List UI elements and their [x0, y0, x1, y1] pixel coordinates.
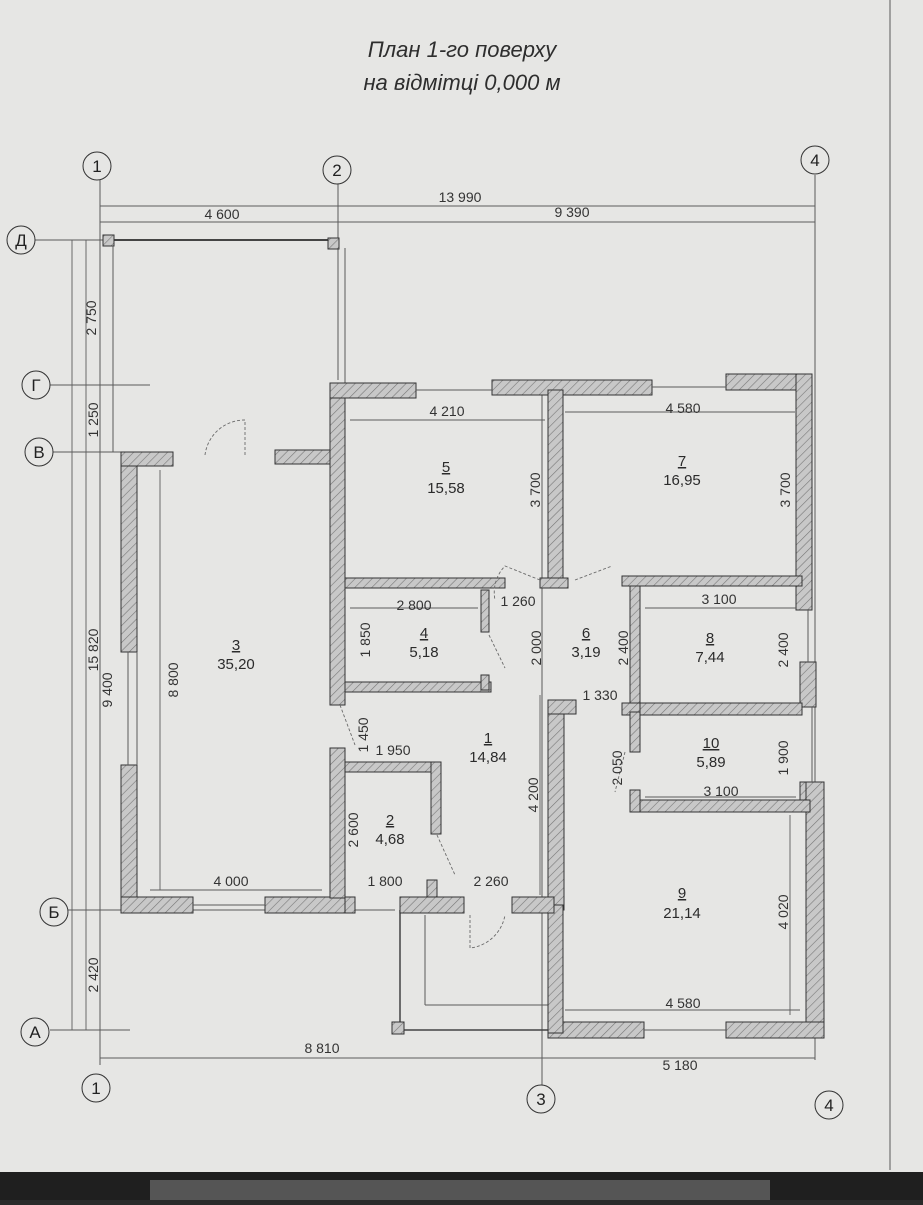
room-7-number: 7	[678, 453, 686, 470]
axis-2-top: 2	[332, 161, 341, 180]
dim-left-2750: 2 750	[83, 300, 99, 335]
dim-room7-width: 4 580	[665, 400, 700, 416]
dim-left-2420: 2 420	[85, 957, 101, 992]
terrace-outline	[102, 234, 548, 1035]
dim-room10-height: 1 900	[775, 740, 791, 775]
axis-g: Г	[31, 376, 40, 395]
axis-4-bottom: 4	[824, 1096, 833, 1115]
dim-1950: 1 950	[375, 742, 410, 758]
dim-left-total: 15 820	[85, 628, 101, 671]
axis-d: Д	[15, 231, 27, 250]
room-7-area: 16,95	[663, 472, 701, 489]
room-8-number: 8	[706, 630, 714, 647]
room-4-area: 5,18	[409, 644, 438, 661]
axis-bubbles: 1 2 4 1 3 4 Д Г В Б А	[6, 145, 844, 1120]
room-10-area: 5,89	[696, 754, 725, 771]
dim-1450: 1 450	[355, 717, 371, 752]
windows	[127, 386, 813, 1031]
dim-bottom-5180: 5 180	[662, 1057, 697, 1073]
dim-left-9400: 9 400	[99, 672, 115, 707]
dim-room10-width: 3 100	[703, 783, 738, 799]
dim-room5-height: 3 700	[527, 472, 543, 507]
dim-room8-height: 2 400	[775, 632, 791, 667]
room-2-area: 4,68	[375, 831, 404, 848]
room-6-area: 3,19	[571, 644, 600, 661]
dimension-lines	[71, 205, 815, 1059]
dim-4200: 4 200	[525, 777, 541, 812]
dim-1800: 1 800	[367, 873, 402, 889]
room-6-number: 6	[582, 625, 590, 642]
axis-a: А	[29, 1023, 41, 1042]
room-1-area: 14,84	[469, 749, 507, 766]
room-labels: 1 14,84 2 4,68 3 35,20 4 5,18 5 15,58 6 …	[217, 453, 725, 922]
dim-top-right: 9 390	[554, 204, 589, 220]
dim-top-total: 13 990	[439, 189, 482, 205]
axis-1-bottom: 1	[91, 1079, 100, 1098]
axis-1-top: 1	[92, 157, 101, 176]
plan-title-line2: на відмітці 0,000 м	[363, 70, 560, 95]
dim-room3-height: 8 800	[165, 662, 181, 697]
room-1-number: 1	[484, 730, 492, 747]
dim-4000: 4 000	[213, 873, 248, 889]
dim-room9-height: 4 020	[775, 894, 791, 929]
room-3-area: 35,20	[217, 656, 255, 673]
dim-2050: 2 050	[609, 750, 625, 785]
room-10-number: 10	[703, 735, 720, 752]
dim-1260: 1 260	[500, 593, 535, 609]
room-5-number: 5	[442, 459, 450, 476]
dim-room9-width: 4 580	[665, 995, 700, 1011]
axis-3-bottom: 3	[536, 1090, 545, 1109]
dim-room2-height: 2 600	[345, 812, 361, 847]
doors	[204, 419, 626, 949]
dim-left-1250: 1 250	[85, 402, 101, 437]
room-3-number: 3	[232, 637, 240, 654]
dimension-labels: 13 990 4 600 9 390 15 820 2 750 1 250 9 …	[83, 189, 793, 1073]
dim-2260: 2 260	[473, 873, 508, 889]
dim-room8-width: 3 100	[701, 591, 736, 607]
plan-title-line1: План 1-го поверху	[368, 37, 558, 62]
room-5-area: 15,58	[427, 480, 465, 497]
room-9-area: 21,14	[663, 905, 701, 922]
axis-v: В	[33, 443, 44, 462]
dim-room5-width: 4 210	[429, 403, 464, 419]
room-8-area: 7,44	[695, 649, 724, 666]
axis-4-top: 4	[810, 151, 819, 170]
dim-2000: 2 000	[528, 630, 544, 665]
dim-room4-width: 2 800	[396, 597, 431, 613]
walls	[120, 373, 825, 1039]
dim-2400-corridor: 2 400	[615, 630, 631, 665]
dim-room4-height: 1 850	[357, 622, 373, 657]
room-4-number: 4	[420, 625, 428, 642]
dim-1330: 1 330	[582, 687, 617, 703]
axis-b: Б	[48, 903, 59, 922]
dim-bottom-8810: 8 810	[304, 1040, 339, 1056]
dim-room7-height: 3 700	[777, 472, 793, 507]
room-2-number: 2	[386, 812, 394, 829]
room-9-number: 9	[678, 885, 686, 902]
dim-top-left: 4 600	[204, 206, 239, 222]
